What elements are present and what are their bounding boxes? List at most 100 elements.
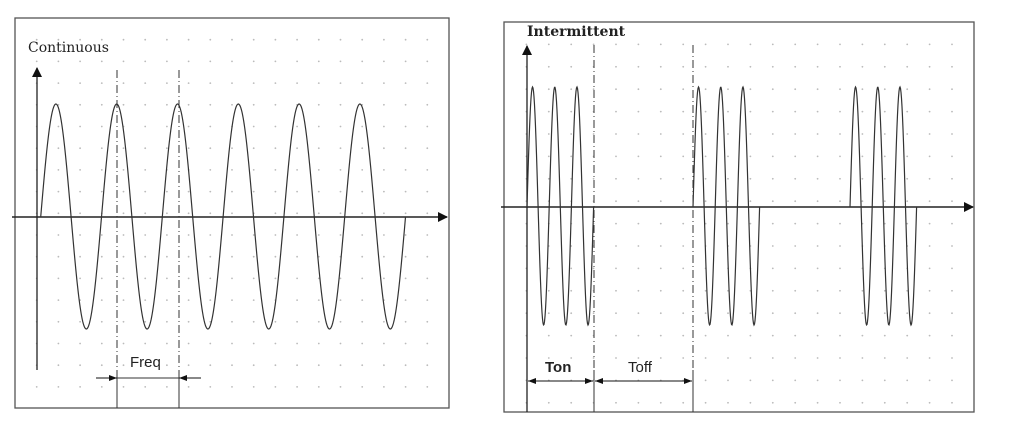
grid-dot bbox=[296, 364, 298, 367]
grid-dot bbox=[883, 65, 886, 68]
grid-dot bbox=[79, 190, 81, 193]
grid-dot bbox=[839, 379, 841, 382]
grid-dot bbox=[906, 357, 909, 359]
grid-dot bbox=[570, 110, 573, 113]
grid-dot bbox=[317, 212, 320, 215]
grid-dot bbox=[906, 289, 909, 292]
grid-dot bbox=[231, 147, 233, 150]
grid-dot bbox=[749, 110, 752, 113]
grid-dot bbox=[547, 65, 550, 68]
grid-dot bbox=[404, 190, 407, 193]
grid-dot bbox=[361, 342, 364, 345]
grid-dot bbox=[339, 386, 342, 388]
grid-dot bbox=[404, 212, 407, 215]
grid-dot bbox=[361, 125, 364, 128]
grid-dot bbox=[57, 38, 60, 41]
grid-dot bbox=[404, 103, 407, 106]
grid-dot bbox=[951, 155, 953, 158]
grid-dot bbox=[361, 38, 364, 41]
grid-dot bbox=[771, 379, 774, 382]
grid-dot bbox=[615, 110, 617, 113]
grid-dot bbox=[727, 401, 729, 404]
grid-dot bbox=[100, 299, 103, 301]
grid-dot bbox=[252, 38, 255, 41]
grid-dot bbox=[100, 103, 103, 106]
grid-dot bbox=[166, 60, 168, 63]
grid-dot bbox=[57, 147, 60, 150]
grid-dot bbox=[547, 88, 550, 91]
grid-dot bbox=[209, 277, 212, 280]
grid-dot bbox=[637, 88, 640, 91]
grid-dot bbox=[525, 43, 528, 46]
grid-dot bbox=[951, 200, 953, 203]
grid-dot bbox=[57, 190, 60, 193]
grid-dot bbox=[615, 245, 617, 247]
grid-dot bbox=[361, 190, 364, 193]
grid-dot bbox=[615, 222, 617, 225]
grid-dot bbox=[361, 320, 364, 323]
grid-dot bbox=[771, 312, 774, 315]
grid-dot bbox=[361, 234, 364, 236]
grid-dot bbox=[861, 133, 864, 135]
grid-dot bbox=[361, 169, 364, 171]
grid-dot bbox=[659, 357, 662, 359]
grid-dot bbox=[861, 155, 864, 158]
grid-dot bbox=[166, 125, 168, 128]
grid-dot bbox=[816, 401, 819, 404]
grid-dot bbox=[906, 312, 909, 315]
grid-dot bbox=[682, 88, 685, 91]
grid-dot bbox=[187, 190, 190, 193]
grid-dot bbox=[404, 82, 407, 84]
grid-dot bbox=[570, 357, 573, 359]
grid-dot bbox=[615, 133, 617, 135]
grid-dot bbox=[426, 60, 429, 63]
grid-dot bbox=[839, 133, 841, 135]
grid-dot bbox=[928, 110, 931, 113]
grid-dot bbox=[928, 334, 931, 337]
grid-dot bbox=[839, 357, 841, 359]
grid-dot bbox=[771, 357, 774, 359]
grid-dot bbox=[100, 364, 103, 367]
grid-dot bbox=[794, 312, 797, 315]
grid-dot bbox=[883, 43, 886, 46]
grid-dot bbox=[166, 386, 168, 388]
grid-dot bbox=[749, 177, 752, 180]
grid-dot bbox=[839, 65, 841, 68]
grid-dot bbox=[861, 177, 864, 180]
grid-dot bbox=[231, 169, 233, 171]
freq-label: Freq bbox=[130, 354, 161, 371]
grid-dot bbox=[361, 364, 364, 367]
grid-dot bbox=[704, 43, 707, 46]
grid-dot bbox=[861, 289, 864, 292]
grid-dot bbox=[771, 155, 774, 158]
grid-dot bbox=[426, 234, 429, 236]
grid-dot bbox=[361, 299, 364, 301]
grid-dot bbox=[771, 43, 774, 46]
grid-dot bbox=[383, 234, 385, 236]
grid-dot bbox=[317, 169, 320, 171]
grid-dot bbox=[339, 103, 342, 106]
grid-dot bbox=[35, 60, 38, 63]
grid-dot bbox=[861, 401, 864, 404]
grid-dot bbox=[906, 65, 909, 68]
grid-dot bbox=[883, 312, 886, 315]
grid-dot bbox=[404, 255, 407, 258]
grid-dot bbox=[274, 342, 277, 345]
grid-dot bbox=[682, 267, 685, 270]
grid-dot bbox=[951, 401, 953, 404]
grid-dot bbox=[951, 177, 953, 180]
grid-dot bbox=[404, 386, 407, 388]
grid-dot bbox=[187, 299, 190, 301]
grid-dot bbox=[839, 177, 841, 180]
grid-dot bbox=[144, 364, 147, 367]
grid-dot bbox=[928, 200, 931, 203]
grid-dot bbox=[816, 110, 819, 113]
grid-dot bbox=[339, 147, 342, 150]
grid-dot bbox=[749, 222, 752, 225]
grid-dot bbox=[209, 125, 212, 128]
grid-dot bbox=[682, 401, 685, 404]
grid-dot bbox=[570, 289, 573, 292]
grid-dot bbox=[794, 110, 797, 113]
grid-dot bbox=[404, 234, 407, 236]
grid-dot bbox=[951, 110, 953, 113]
